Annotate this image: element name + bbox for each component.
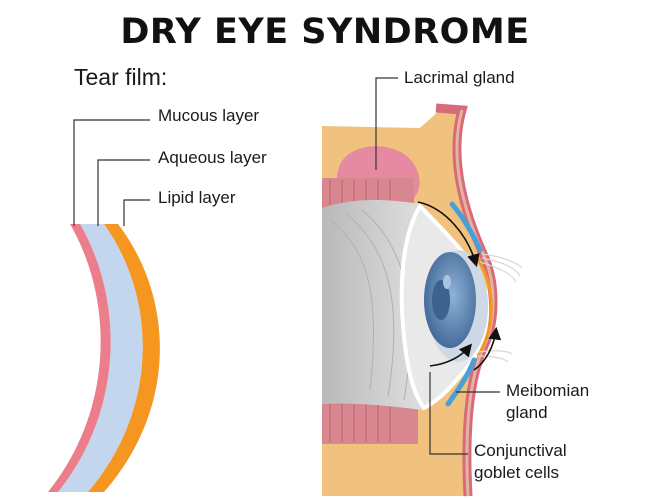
aqueous-layer-label: Aqueous layer bbox=[158, 148, 267, 167]
meibomian-gland-label-line1: Meibomian bbox=[506, 381, 590, 400]
tear-flow-arrow-right bbox=[473, 326, 502, 371]
page-title: DRY EYE SYNDROME bbox=[120, 12, 530, 52]
lipid-layer-band bbox=[88, 224, 160, 492]
aqueous-layer-band bbox=[58, 224, 143, 492]
meibomian-gland-label: Meibomian gland bbox=[506, 380, 589, 424]
tear-flow-arrow-upper bbox=[417, 201, 480, 268]
eyelid-skin-edge bbox=[455, 109, 495, 497]
mucous-leader-line bbox=[73, 119, 150, 226]
tear-film-heading: Tear film: bbox=[74, 64, 168, 90]
lacrimal-leader-line bbox=[375, 77, 398, 170]
lower-meibomian-gland-shape bbox=[445, 357, 477, 407]
eyelashes bbox=[477, 253, 523, 363]
goblet-cells-label-line1: Conjunctival bbox=[474, 441, 567, 460]
eye-leader-lines bbox=[375, 77, 500, 455]
meibomian-gland-label-line2: gland bbox=[506, 403, 548, 422]
mucous-layer-band bbox=[48, 224, 111, 492]
lacrimal-gland-label: Lacrimal gland bbox=[404, 68, 515, 87]
goblet-leader-line bbox=[429, 372, 468, 455]
aqueous-leader-line bbox=[97, 159, 150, 226]
lipid-layer-label: Lipid layer bbox=[158, 188, 236, 207]
mucous-layer-label: Mucous layer bbox=[158, 106, 260, 125]
goblet-cells-label-line2: goblet cells bbox=[474, 463, 560, 482]
corneal-tear-film bbox=[474, 255, 493, 357]
eye-cross-section bbox=[322, 77, 523, 497]
tear-flow-arrow-lower bbox=[429, 343, 473, 367]
lipid-leader-line bbox=[123, 199, 150, 226]
upper-meibomian-gland-shape bbox=[449, 201, 483, 253]
iris-highlight bbox=[443, 275, 451, 289]
goblet-cells-label: Conjunctival goblet cells bbox=[474, 440, 567, 484]
lower-muscle bbox=[322, 402, 418, 444]
layer-leader-lines bbox=[73, 119, 150, 226]
pupil bbox=[432, 280, 450, 320]
tear-film-diagram bbox=[48, 119, 160, 492]
